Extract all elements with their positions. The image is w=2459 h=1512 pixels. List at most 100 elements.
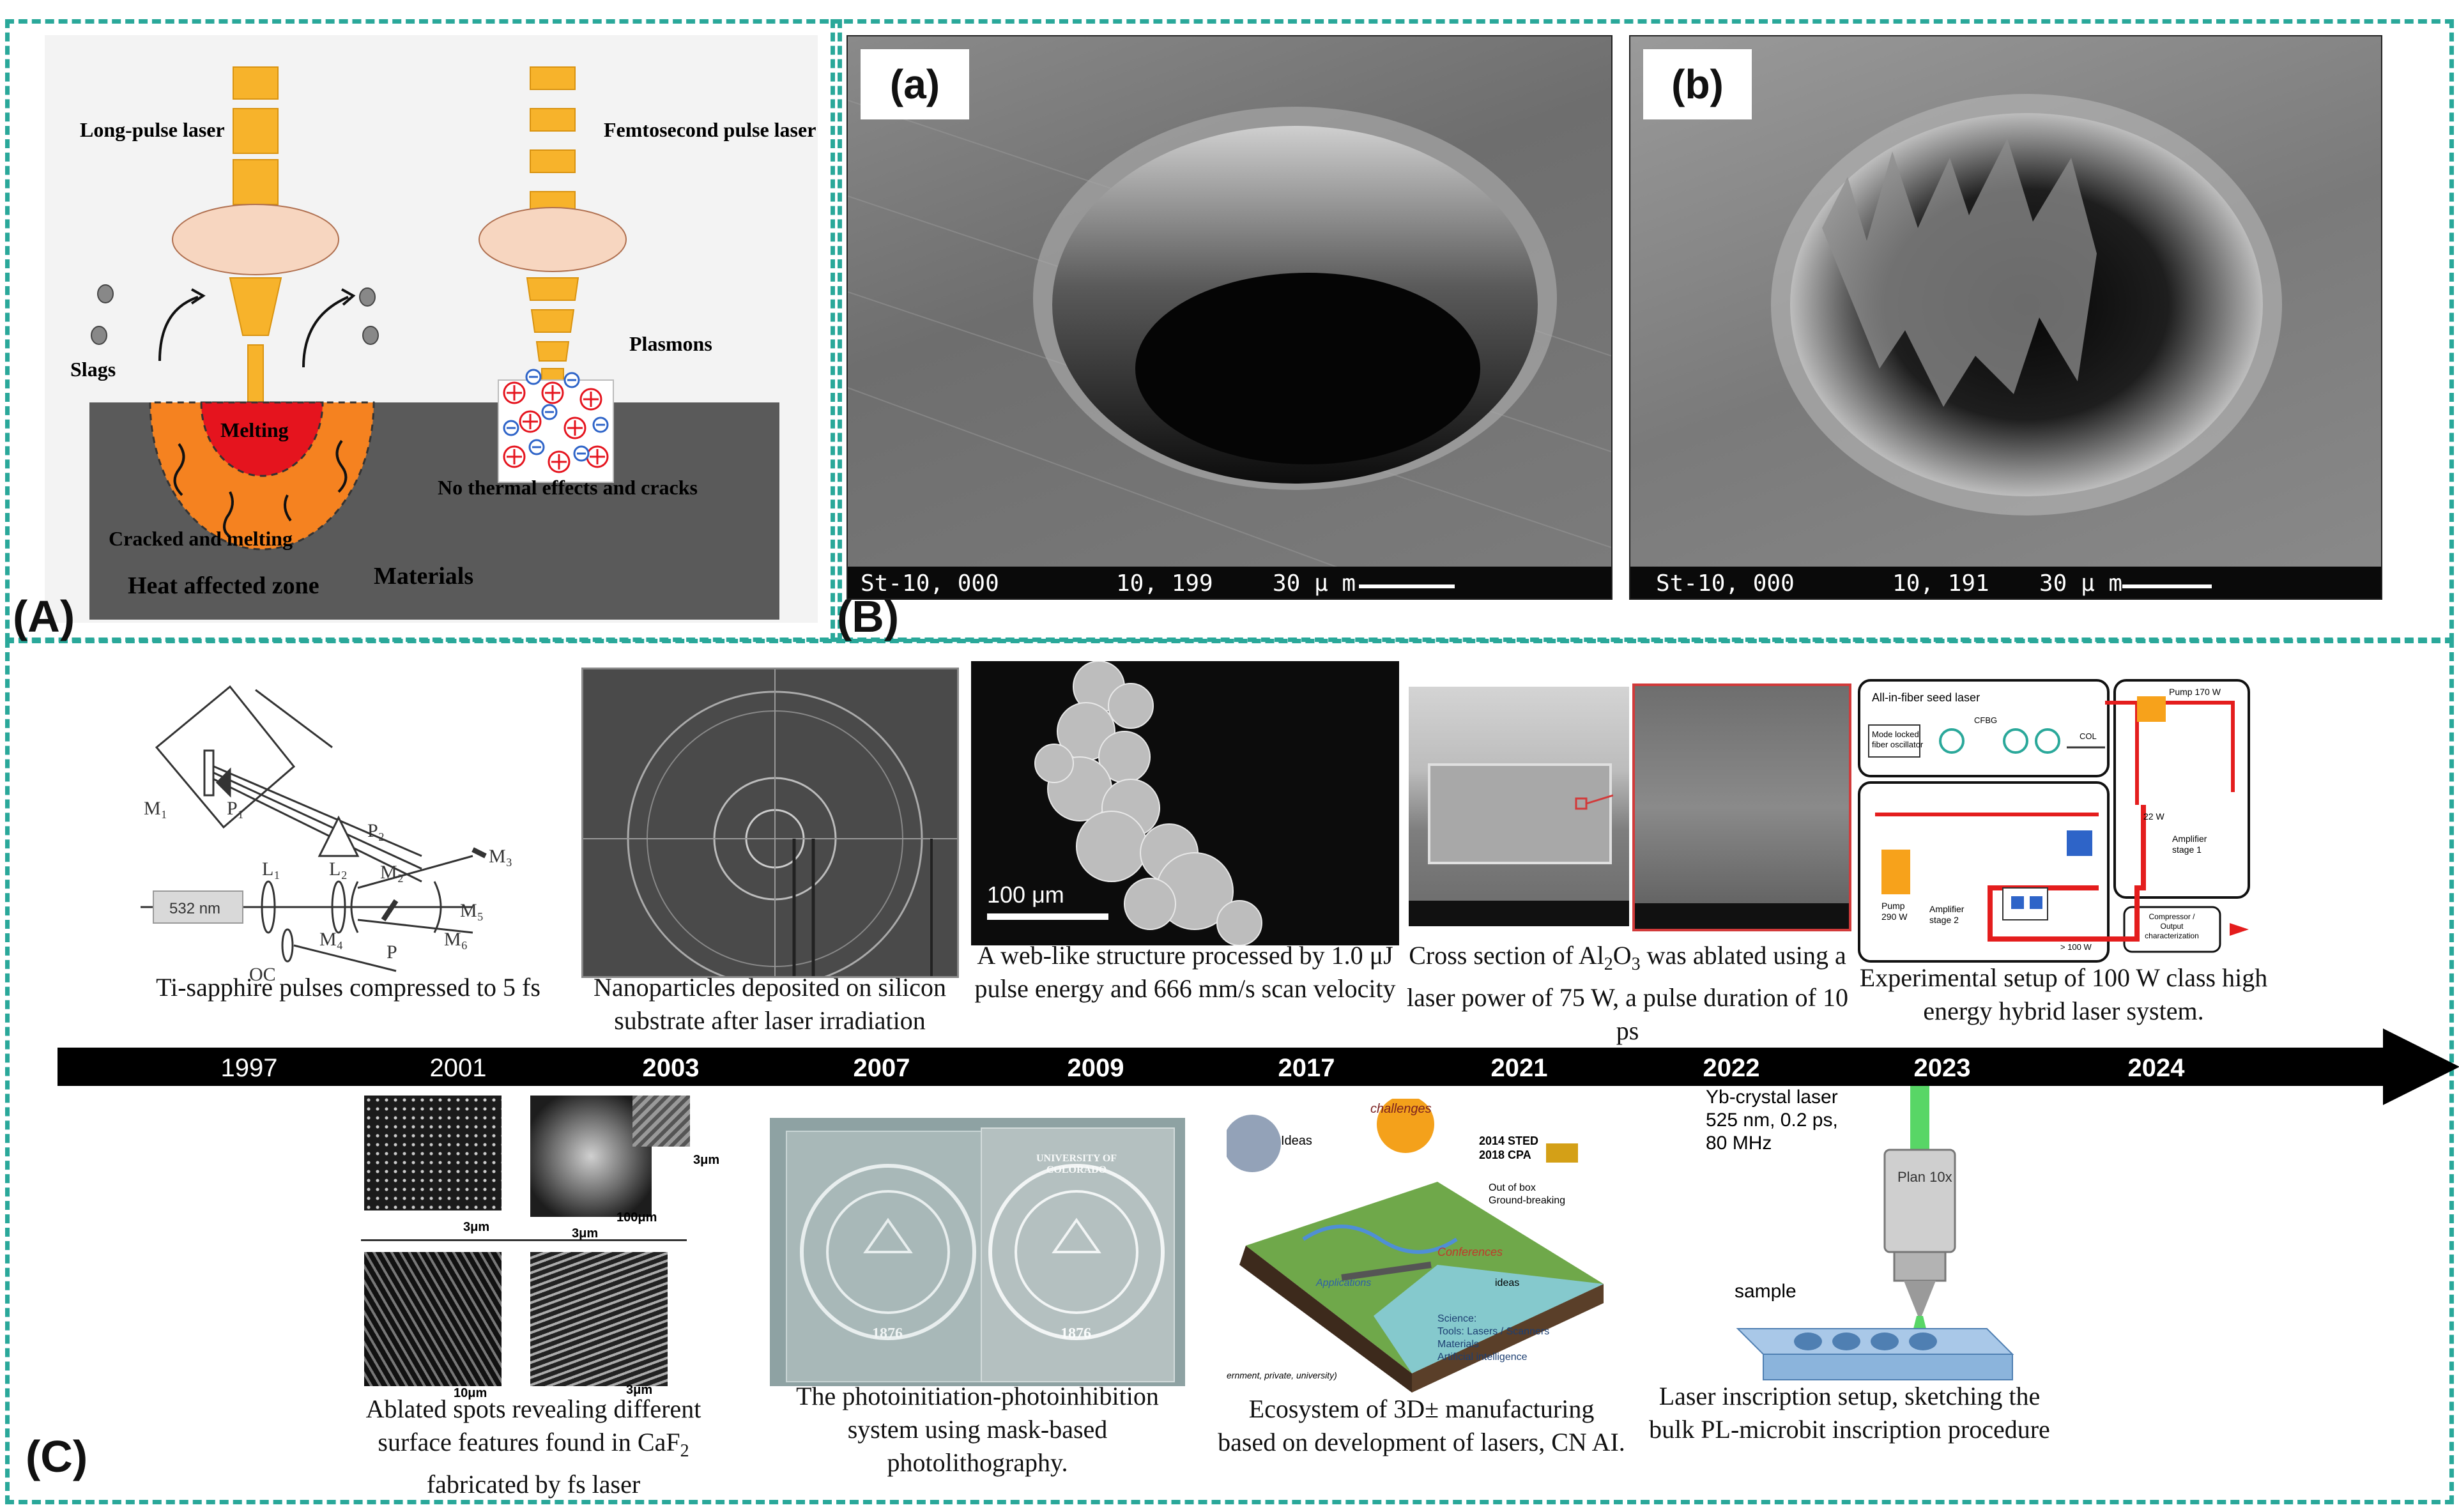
optics-l1: L₁ — [262, 859, 280, 880]
caption-photolithography: The photoinitiation-photoinhibition syst… — [796, 1382, 1159, 1477]
year-2003: 2003 — [642, 1054, 700, 1082]
caf2-scale-3: 100μm — [617, 1210, 657, 1225]
sem-a-scalebar — [1359, 584, 1455, 588]
sem-image-b: (b) St-10, 000 10, 191 30 μ m — [1629, 35, 2382, 600]
optics-p: P — [387, 942, 397, 963]
cross-section-image — [1409, 687, 1629, 926]
laser-mechanism-diagram — [89, 66, 779, 620]
sem-a-id: 10, 199 — [1116, 570, 1213, 597]
eco-applications: Applications — [1316, 1278, 1372, 1288]
sem-b-mag: St-10, 000 — [1656, 570, 1795, 597]
photolithography-image: UNIVERSITY OF COLORADO 1876 1876 — [770, 1118, 1185, 1386]
eco-outofbox: Out of box Ground-breaking — [1489, 1182, 1566, 1206]
caf2-scale-4: 3μm — [693, 1153, 720, 1167]
optics-m2: M₂ — [380, 862, 404, 883]
optics-m1: M₁ — [144, 798, 167, 819]
cracked-label: Cracked and melting — [109, 527, 293, 550]
long-pulse-label: Long-pulse laser — [80, 118, 225, 141]
w22-label: 22 W — [2143, 811, 2164, 821]
year-2022: 2022 — [1703, 1054, 1760, 1082]
laser-inscription-illustration: Yb-crystal laser 525 nm, 0.2 ps, 80 MHz … — [1699, 1086, 2032, 1386]
caf2-spot-3 — [632, 1096, 690, 1147]
cross-section-zoom-image — [1632, 683, 1851, 931]
panel-b-letter: (B) — [837, 592, 900, 641]
sem-image-a: (a) St-10, 000 10, 199 30 μ m — [846, 35, 1613, 600]
eco-science: Science: Tools: Lasers / Scanners Materi… — [1437, 1313, 1550, 1363]
yb-laser-label: Yb-crystal laser 525 nm, 0.2 ps, 80 MHz — [1706, 1087, 1838, 1154]
melting-label: Melting — [220, 418, 289, 441]
compressor-label: Compressor / Output characterization — [2145, 912, 2199, 940]
caf2-scale-2: 3μm — [572, 1226, 599, 1241]
sem-hole-a — [848, 100, 1611, 599]
year-2024: 2024 — [2127, 1054, 2185, 1082]
university-name-right: UNIVERSITY OF COLORADO — [1036, 1153, 1117, 1175]
col-label: COL — [2080, 731, 2097, 741]
caption-caf2: Ablated spots revealing different surfac… — [365, 1394, 701, 1499]
cross-section-connector — [1575, 794, 1613, 810]
nanoparticle-rings — [583, 669, 957, 976]
sem-a-scale: 30 μ m — [1273, 570, 1356, 597]
cross-section-cavity — [1428, 763, 1612, 864]
w100-label: > 100 W — [2060, 942, 2092, 952]
university-year-left: 1876 — [872, 1325, 903, 1342]
caf2-scale-1: 3μm — [463, 1220, 490, 1234]
university-year-right: 1876 — [1061, 1325, 1091, 1342]
optics-l2: L₂ — [329, 859, 348, 880]
laser-system-schematic: All-in-fiber seed laser Mode locked fibe… — [1856, 677, 2252, 965]
caption-ti-sapphire: Ti-sapphire pulses compressed to 5 fs — [156, 973, 540, 1002]
optics-source-label: 532 nm — [169, 900, 220, 917]
caption-ecosystem: Ecosystem of 3D± manufacturing based on … — [1218, 1394, 1625, 1456]
caf2-divider — [361, 1239, 687, 1241]
web-scale-label: 100 μm — [987, 882, 1064, 908]
sem-b-id: 10, 191 — [1892, 570, 1989, 597]
caf2-spot-5 — [530, 1252, 668, 1386]
sem-b-scale: 30 μ m — [2039, 570, 2123, 597]
haz-label: Heat affected zone — [128, 572, 319, 599]
eco-challenges: challenges — [1370, 1102, 1432, 1116]
ti-sapphire-schematic: 532 nm M₁ P₁ P₂ L₁ L₂ M₂ M₃ M₄ M₅ M₆ P O… — [141, 685, 512, 984]
caf2-spot-1 — [364, 1096, 502, 1210]
year-2009: 2009 — [1067, 1054, 1124, 1082]
caf2-scale-5: 10μm — [454, 1386, 487, 1400]
plasmons-label: Plasmons — [629, 332, 712, 355]
sem-info-bar-a: St-10, 000 10, 199 30 μ m — [848, 567, 1611, 599]
panel-a-letter: (A) — [13, 592, 75, 641]
eco-conferences: Conferences — [1437, 1246, 1503, 1258]
web-structure-image: 100 μm — [971, 661, 1399, 945]
amp1-label: Amplifier stage 1 — [2172, 834, 2207, 855]
optics-m3: M₃ — [489, 846, 512, 867]
optics-m6: M₆ — [444, 929, 468, 950]
year-1997: 1997 — [220, 1054, 278, 1082]
sem-label-a: (a) — [861, 49, 969, 119]
eco-ideas: Ideas — [1281, 1134, 1312, 1148]
timeline-arrow — [57, 1028, 2459, 1105]
cross-section-zoom-info — [1635, 903, 1849, 929]
caf2-images: 3μm 3μm 100μm 3μm 10μm 3μm — [358, 1096, 720, 1400]
materials-label: Materials — [374, 563, 474, 590]
optics-p1: P₁ — [227, 798, 244, 819]
pump170-label: Pump 170 W — [2169, 687, 2221, 697]
nanoparticle-image — [581, 668, 959, 978]
caption-cross-section: Cross section of Al2O3 was ablated using… — [1407, 941, 1848, 1045]
caf2-spot-4 — [364, 1252, 502, 1386]
web-structure-particles — [1034, 661, 1262, 945]
cross-section-info — [1409, 901, 1629, 926]
amp2-label: Amplifier stage 2 — [1929, 904, 1965, 925]
sem-info-bar-b: St-10, 000 10, 191 30 μ m — [1630, 567, 2381, 599]
caption-nanoparticles: Nanoparticles deposited on silicon subst… — [593, 973, 947, 1035]
caf2-scale-6: 3μm — [626, 1383, 653, 1397]
year-2017: 2017 — [1278, 1054, 1335, 1082]
pump290-label: Pump 290 W — [1881, 901, 1908, 922]
panel-c-border — [5, 639, 2454, 1504]
optics-oc: OC — [249, 964, 276, 984]
panel-a: Long-pulse laser Femtosecond pulse laser… — [45, 35, 818, 623]
sem-hole-b — [1771, 94, 2282, 515]
university-seals — [800, 1164, 1165, 1340]
sem-label-b: (b) — [1643, 49, 1752, 119]
fs-pulse-label: Femtosecond pulse laser — [604, 118, 816, 141]
eco-awards: 2014 STED 2018 CPA — [1479, 1134, 1539, 1161]
sem-a-mag: St-10, 000 — [861, 570, 999, 597]
no-thermal-label: No thermal effects and cracks — [438, 476, 698, 499]
caption-laser-system: Experimental setup of 100 W class high e… — [1859, 963, 2268, 1025]
panel-c-letter: (C) — [26, 1432, 88, 1481]
